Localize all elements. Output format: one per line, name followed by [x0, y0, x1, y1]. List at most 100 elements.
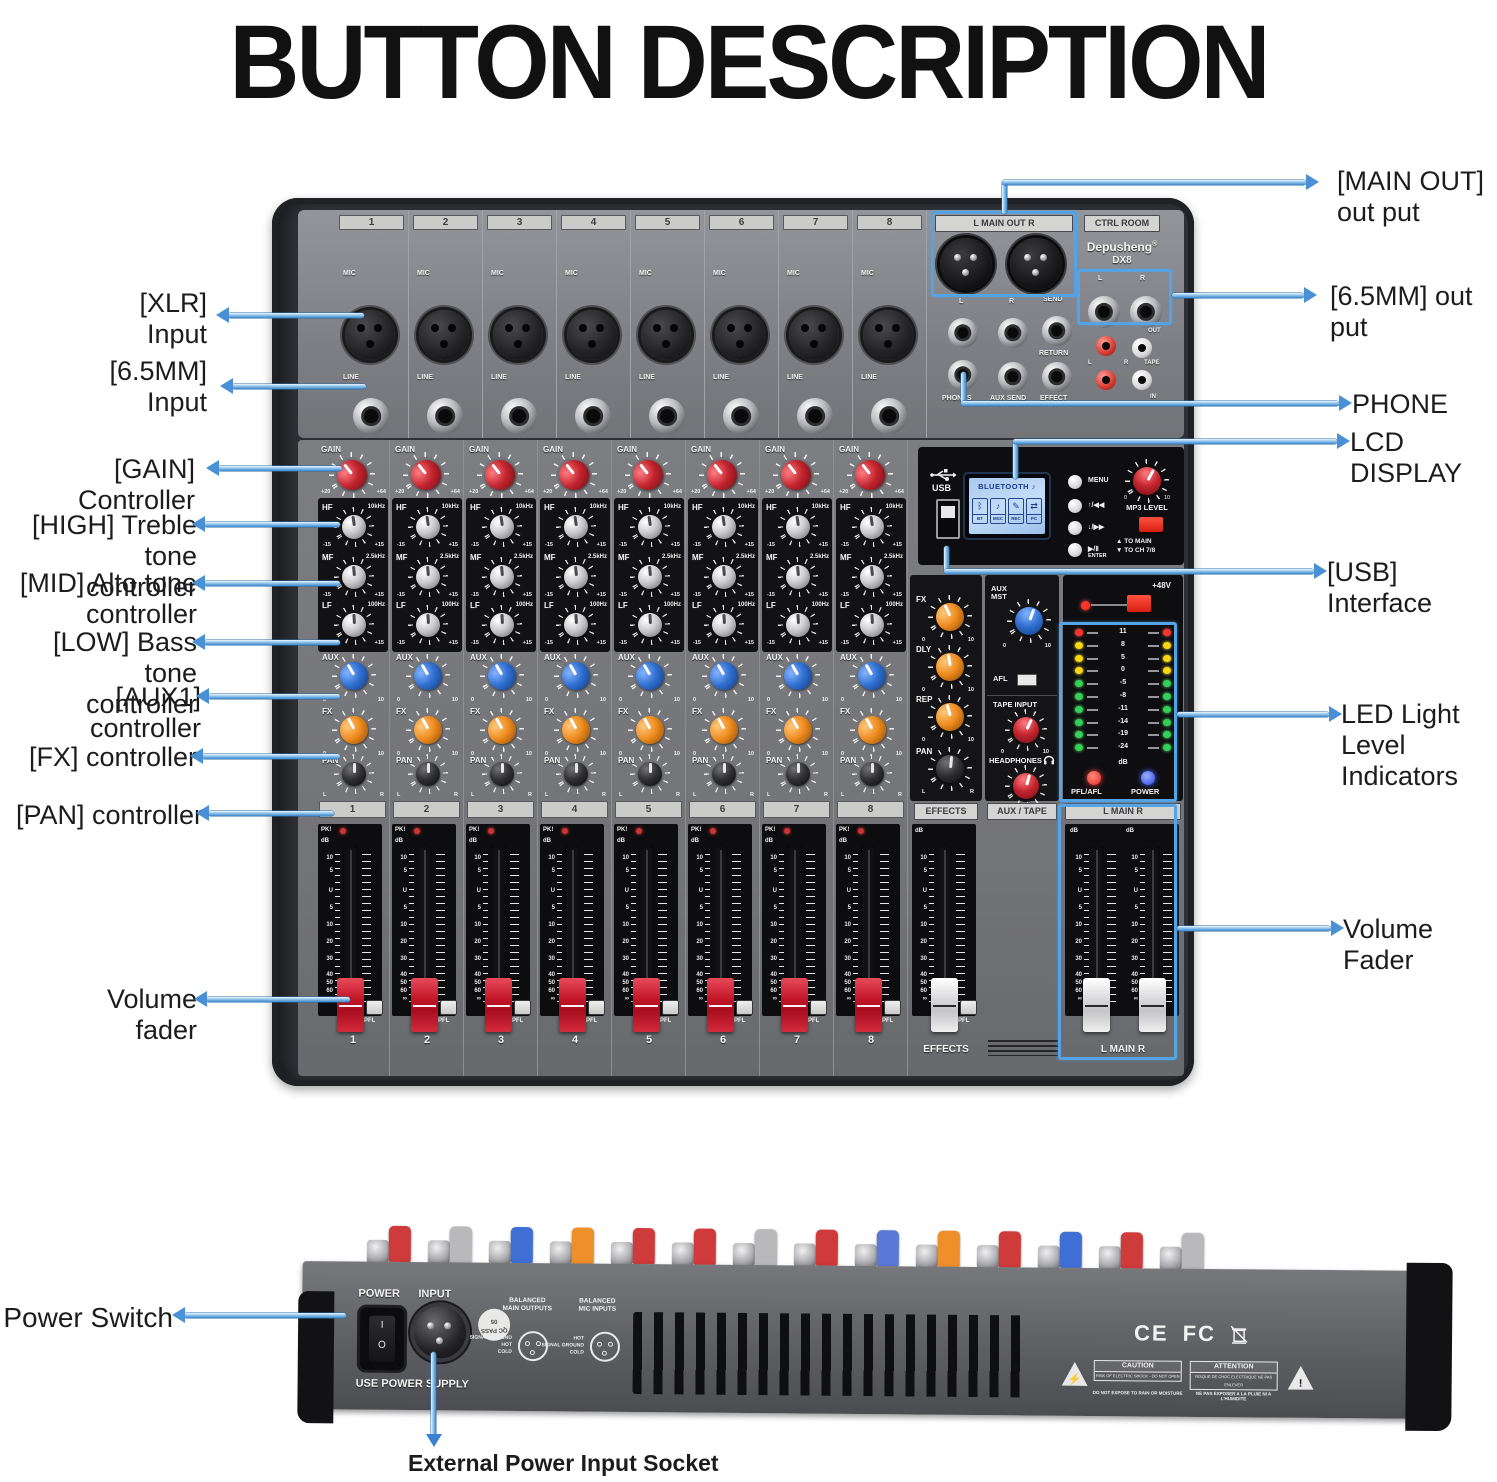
fader-track[interactable] [565, 846, 580, 1012]
pan-knob[interactable] [704, 754, 744, 794]
line-input-jack[interactable] [575, 398, 611, 434]
pfl-button[interactable] [366, 1000, 383, 1015]
mf-knob[interactable] [704, 557, 744, 597]
xlr-input-jack[interactable] [789, 310, 839, 360]
aux-knob[interactable] [332, 654, 376, 698]
xlr-input-jack[interactable] [567, 310, 617, 360]
line-input-jack[interactable] [353, 398, 389, 434]
fader-track[interactable] [343, 846, 358, 1012]
fx-knob[interactable] [776, 708, 820, 752]
main-out-xlr-right[interactable] [1010, 238, 1062, 290]
xlr-input-jack[interactable] [493, 310, 543, 360]
hf-knob[interactable] [852, 507, 892, 547]
send-jack[interactable] [1042, 316, 1072, 346]
fader-track[interactable] [417, 846, 432, 1012]
fx-knob[interactable] [554, 708, 598, 752]
gain-knob[interactable] [773, 452, 819, 498]
effect-jack[interactable] [1042, 362, 1072, 392]
tape-out-r-rca[interactable] [1132, 338, 1152, 358]
line-input-jack[interactable] [871, 398, 907, 434]
aux-knob[interactable] [480, 654, 524, 698]
aux-knob[interactable] [628, 654, 672, 698]
fader-handle[interactable] [633, 978, 660, 1032]
pfl-button[interactable] [810, 1000, 827, 1015]
gain-knob[interactable] [699, 452, 745, 498]
play-pause-button[interactable] [1068, 543, 1082, 557]
fader-track[interactable] [713, 846, 728, 1012]
main-r-fader-track[interactable] [1145, 846, 1160, 1012]
fader-handle[interactable] [707, 978, 734, 1032]
mf-knob[interactable] [408, 557, 448, 597]
aux-mst-knob[interactable] [1007, 599, 1051, 643]
pfl-button[interactable] [514, 1000, 531, 1015]
effects-dly-knob[interactable] [928, 645, 972, 689]
fader-track[interactable] [491, 846, 506, 1012]
aux-knob[interactable] [702, 654, 746, 698]
fader-handle[interactable] [337, 978, 364, 1032]
tape-out-l-rca[interactable] [1096, 336, 1116, 356]
fader-handle[interactable] [855, 978, 882, 1032]
fader-handle[interactable] [559, 978, 586, 1032]
fader-track[interactable] [787, 846, 802, 1012]
lf-knob[interactable] [482, 605, 522, 645]
lf-knob[interactable] [556, 605, 596, 645]
gain-knob[interactable] [477, 452, 523, 498]
pan-knob[interactable] [334, 754, 374, 794]
hf-knob[interactable] [704, 507, 744, 547]
lf-knob[interactable] [778, 605, 818, 645]
gain-knob[interactable] [329, 452, 375, 498]
lf-knob[interactable] [408, 605, 448, 645]
main-l-jack[interactable] [948, 318, 978, 348]
aux-knob[interactable] [776, 654, 820, 698]
usb-port[interactable] [936, 499, 960, 539]
hf-knob[interactable] [556, 507, 596, 547]
aux-send-jack[interactable] [998, 362, 1028, 392]
fx-knob[interactable] [850, 708, 894, 752]
line-input-jack[interactable] [649, 398, 685, 434]
headphones-knob[interactable] [1005, 765, 1047, 807]
fader-track[interactable] [639, 846, 654, 1012]
main-out-xlr-left[interactable] [940, 238, 992, 290]
xlr-input-jack[interactable] [641, 310, 691, 360]
fx-knob[interactable] [702, 708, 746, 752]
main-r-fader-handle[interactable] [1139, 978, 1166, 1032]
phantom-button[interactable] [1127, 595, 1151, 612]
effects-pan-knob[interactable] [928, 747, 972, 791]
fader-handle[interactable] [781, 978, 808, 1032]
pfl-button[interactable] [884, 1000, 901, 1015]
gain-knob[interactable] [625, 452, 671, 498]
mf-knob[interactable] [852, 557, 892, 597]
effects-fader-track[interactable] [937, 846, 952, 1012]
line-input-jack[interactable] [427, 398, 463, 434]
pan-knob[interactable] [482, 754, 522, 794]
line-input-jack[interactable] [723, 398, 759, 434]
xlr-input-jack[interactable] [419, 310, 469, 360]
mf-knob[interactable] [482, 557, 522, 597]
gain-knob[interactable] [847, 452, 893, 498]
pan-knob[interactable] [630, 754, 670, 794]
hf-knob[interactable] [408, 507, 448, 547]
lf-knob[interactable] [704, 605, 744, 645]
line-input-jack[interactable] [797, 398, 833, 434]
mf-knob[interactable] [630, 557, 670, 597]
tape-in-r-rca[interactable] [1132, 370, 1152, 390]
hf-knob[interactable] [334, 507, 374, 547]
mf-knob[interactable] [334, 557, 374, 597]
hf-knob[interactable] [482, 507, 522, 547]
xlr-input-jack[interactable] [715, 310, 765, 360]
next-button[interactable] [1068, 521, 1082, 535]
hf-knob[interactable] [630, 507, 670, 547]
fader-track[interactable] [861, 846, 876, 1012]
main-r-jack[interactable] [998, 318, 1028, 348]
fader-handle[interactable] [485, 978, 512, 1032]
mf-knob[interactable] [778, 557, 818, 597]
gain-knob[interactable] [403, 452, 449, 498]
pan-knob[interactable] [778, 754, 818, 794]
fx-knob[interactable] [480, 708, 524, 752]
mf-knob[interactable] [556, 557, 596, 597]
aux-knob[interactable] [406, 654, 450, 698]
effects-rep-knob[interactable] [928, 695, 972, 739]
pfl-button[interactable] [662, 1000, 679, 1015]
line-input-jack[interactable] [501, 398, 537, 434]
